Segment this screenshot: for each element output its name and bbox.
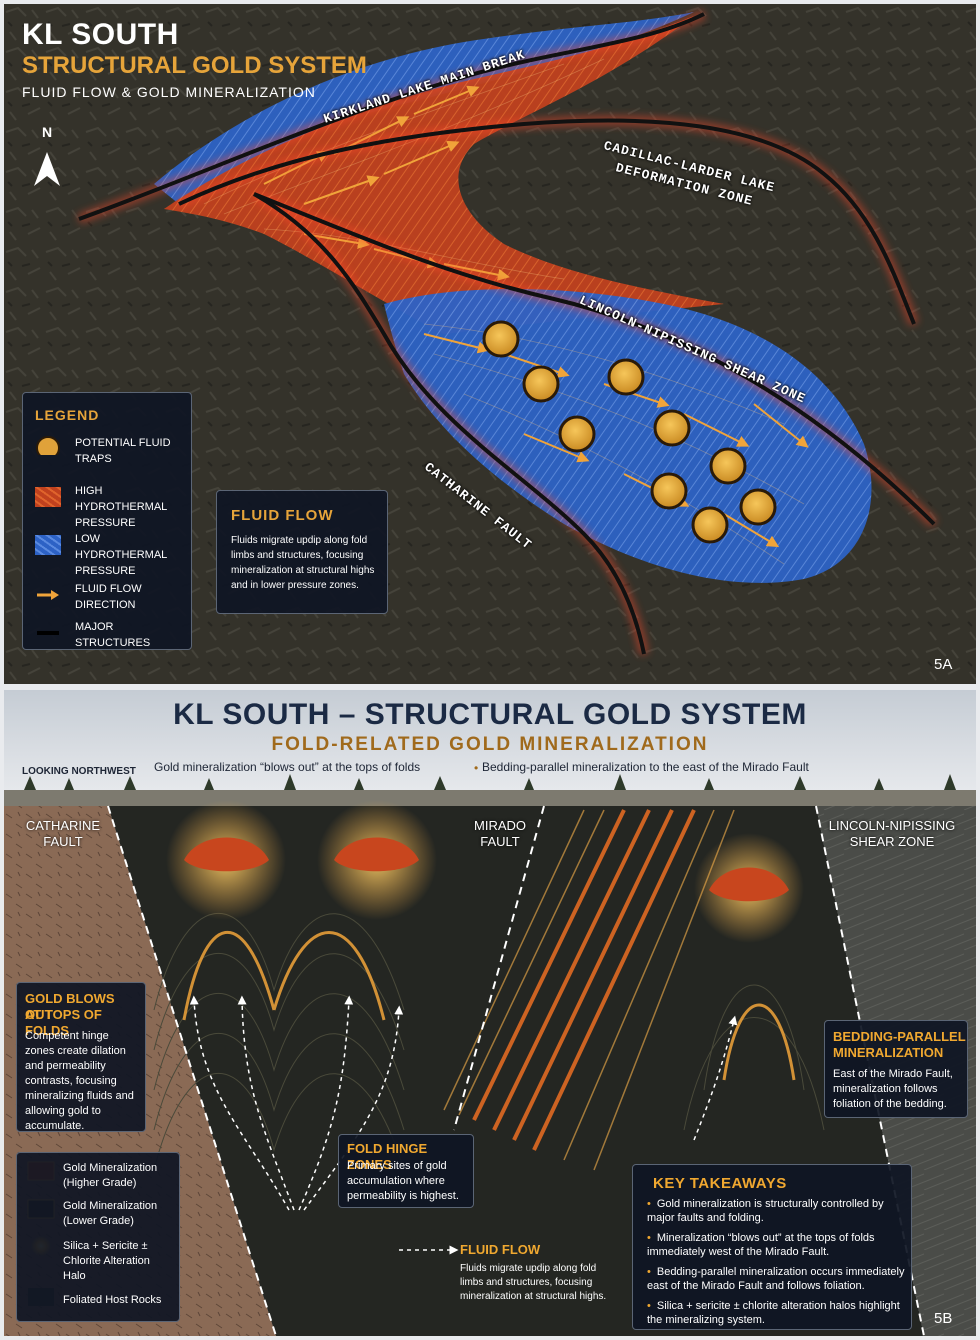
legend-item-low: LOW HYDROTHERMAL PRESSURE [35,531,185,577]
north-arrow-icon [34,152,60,186]
note-left: Gold mineralization “blows out” at the t… [154,760,421,774]
legend-panel-a: LEGEND POTENTIAL FLUID TRAPS HIGH HYDROT… [22,392,192,650]
label-lincoln: LINCOLN-NIPISSING SHEAR ZONE [828,818,956,849]
bedding-parallel-bands [472,809,696,1151]
legend-item-major: MAJOR STRUCTURES [37,621,151,649]
callout-bedding: BEDDING-PARALLEL MINERALIZATION East of … [824,1020,968,1118]
fluid-traps [482,320,777,544]
panel-a-tagline: FLUID FLOW & GOLD MINERALIZATION [22,84,316,100]
callout-fluid-flow-b: FLUID FLOW Fluids migrate updip along fo… [460,1242,607,1302]
label-catharine: CATHARINE FAULT [25,818,101,849]
panel-b-title: KL SOUTH – STRUCTURAL GOLD SYSTEM [173,698,807,731]
panel-5b: KL SOUTH – STRUCTURAL GOLD SYSTEM FOLD-R… [4,690,976,1336]
legend-item-flow: FLUID FLOW DIRECTION [35,581,185,621]
label-mirado: MIRADO FAULT [474,818,526,849]
high-pressure-zone [164,16,724,334]
legend-b-host: Foliated Host Rocks [63,1294,162,1306]
legend-item-high: HIGH HYDROTHERMAL PRESSURE [35,483,185,529]
note-separator: • [474,761,479,775]
panel-a-title: KL SOUTH [22,18,179,51]
north-label: N [41,124,53,140]
panel-a-subtitle: STRUCTURAL GOLD SYSTEM [22,52,367,79]
looking-direction: LOOKING NORTHWEST [22,766,136,777]
takeaway-item: •Mineralization “blows out” at the tops … [647,1232,875,1258]
legend-b-high: Gold Mineralization (Higher Grade) [63,1162,158,1189]
fluid-flow-arrows [189,995,738,1255]
callout-hinge: FOLD HINGE ZONES Primary sites of gold a… [338,1134,474,1208]
panel-b-subtitle: FOLD-RELATED GOLD MINERALIZATION [271,734,709,755]
legend-item-traps: POTENTIAL FLUID TRAPS [35,435,185,475]
takeaway-item: •Gold mineralization is structurally con… [647,1198,884,1224]
legend-panel-b: Gold Mineralization (Higher Grade) Gold … [16,1152,180,1322]
note-right: Bedding-parallel mineralization to the e… [482,760,809,774]
fluid-flow-box-a: FLUID FLOW Fluids migrate updip along fo… [216,490,388,614]
key-takeaways: KEY TAKEAWAYS •Gold mineralization is st… [632,1164,912,1330]
takeaway-item: •Silica + sericite ± chlorite alteration… [647,1300,900,1326]
legend-b-low: Gold Mineralization (Lower Grade) [63,1200,158,1227]
takeaway-item: •Bedding-parallel mineralization occurs … [647,1266,905,1292]
badge-5a: 5A [934,656,953,673]
legend-b-halo: Silica + Sericite ± Chlorite Alteration … [63,1240,150,1282]
callout-blows-out: GOLD BLOWS OUT AT TOPS OF FOLDS Competen… [16,982,146,1132]
legend-title: LEGEND [35,407,100,423]
badge-5b: 5B [934,1310,953,1327]
major-structures [78,12,936,655]
panel-5a: KL SOUTH STRUCTURAL GOLD SYSTEM FLUID FL… [4,4,976,684]
